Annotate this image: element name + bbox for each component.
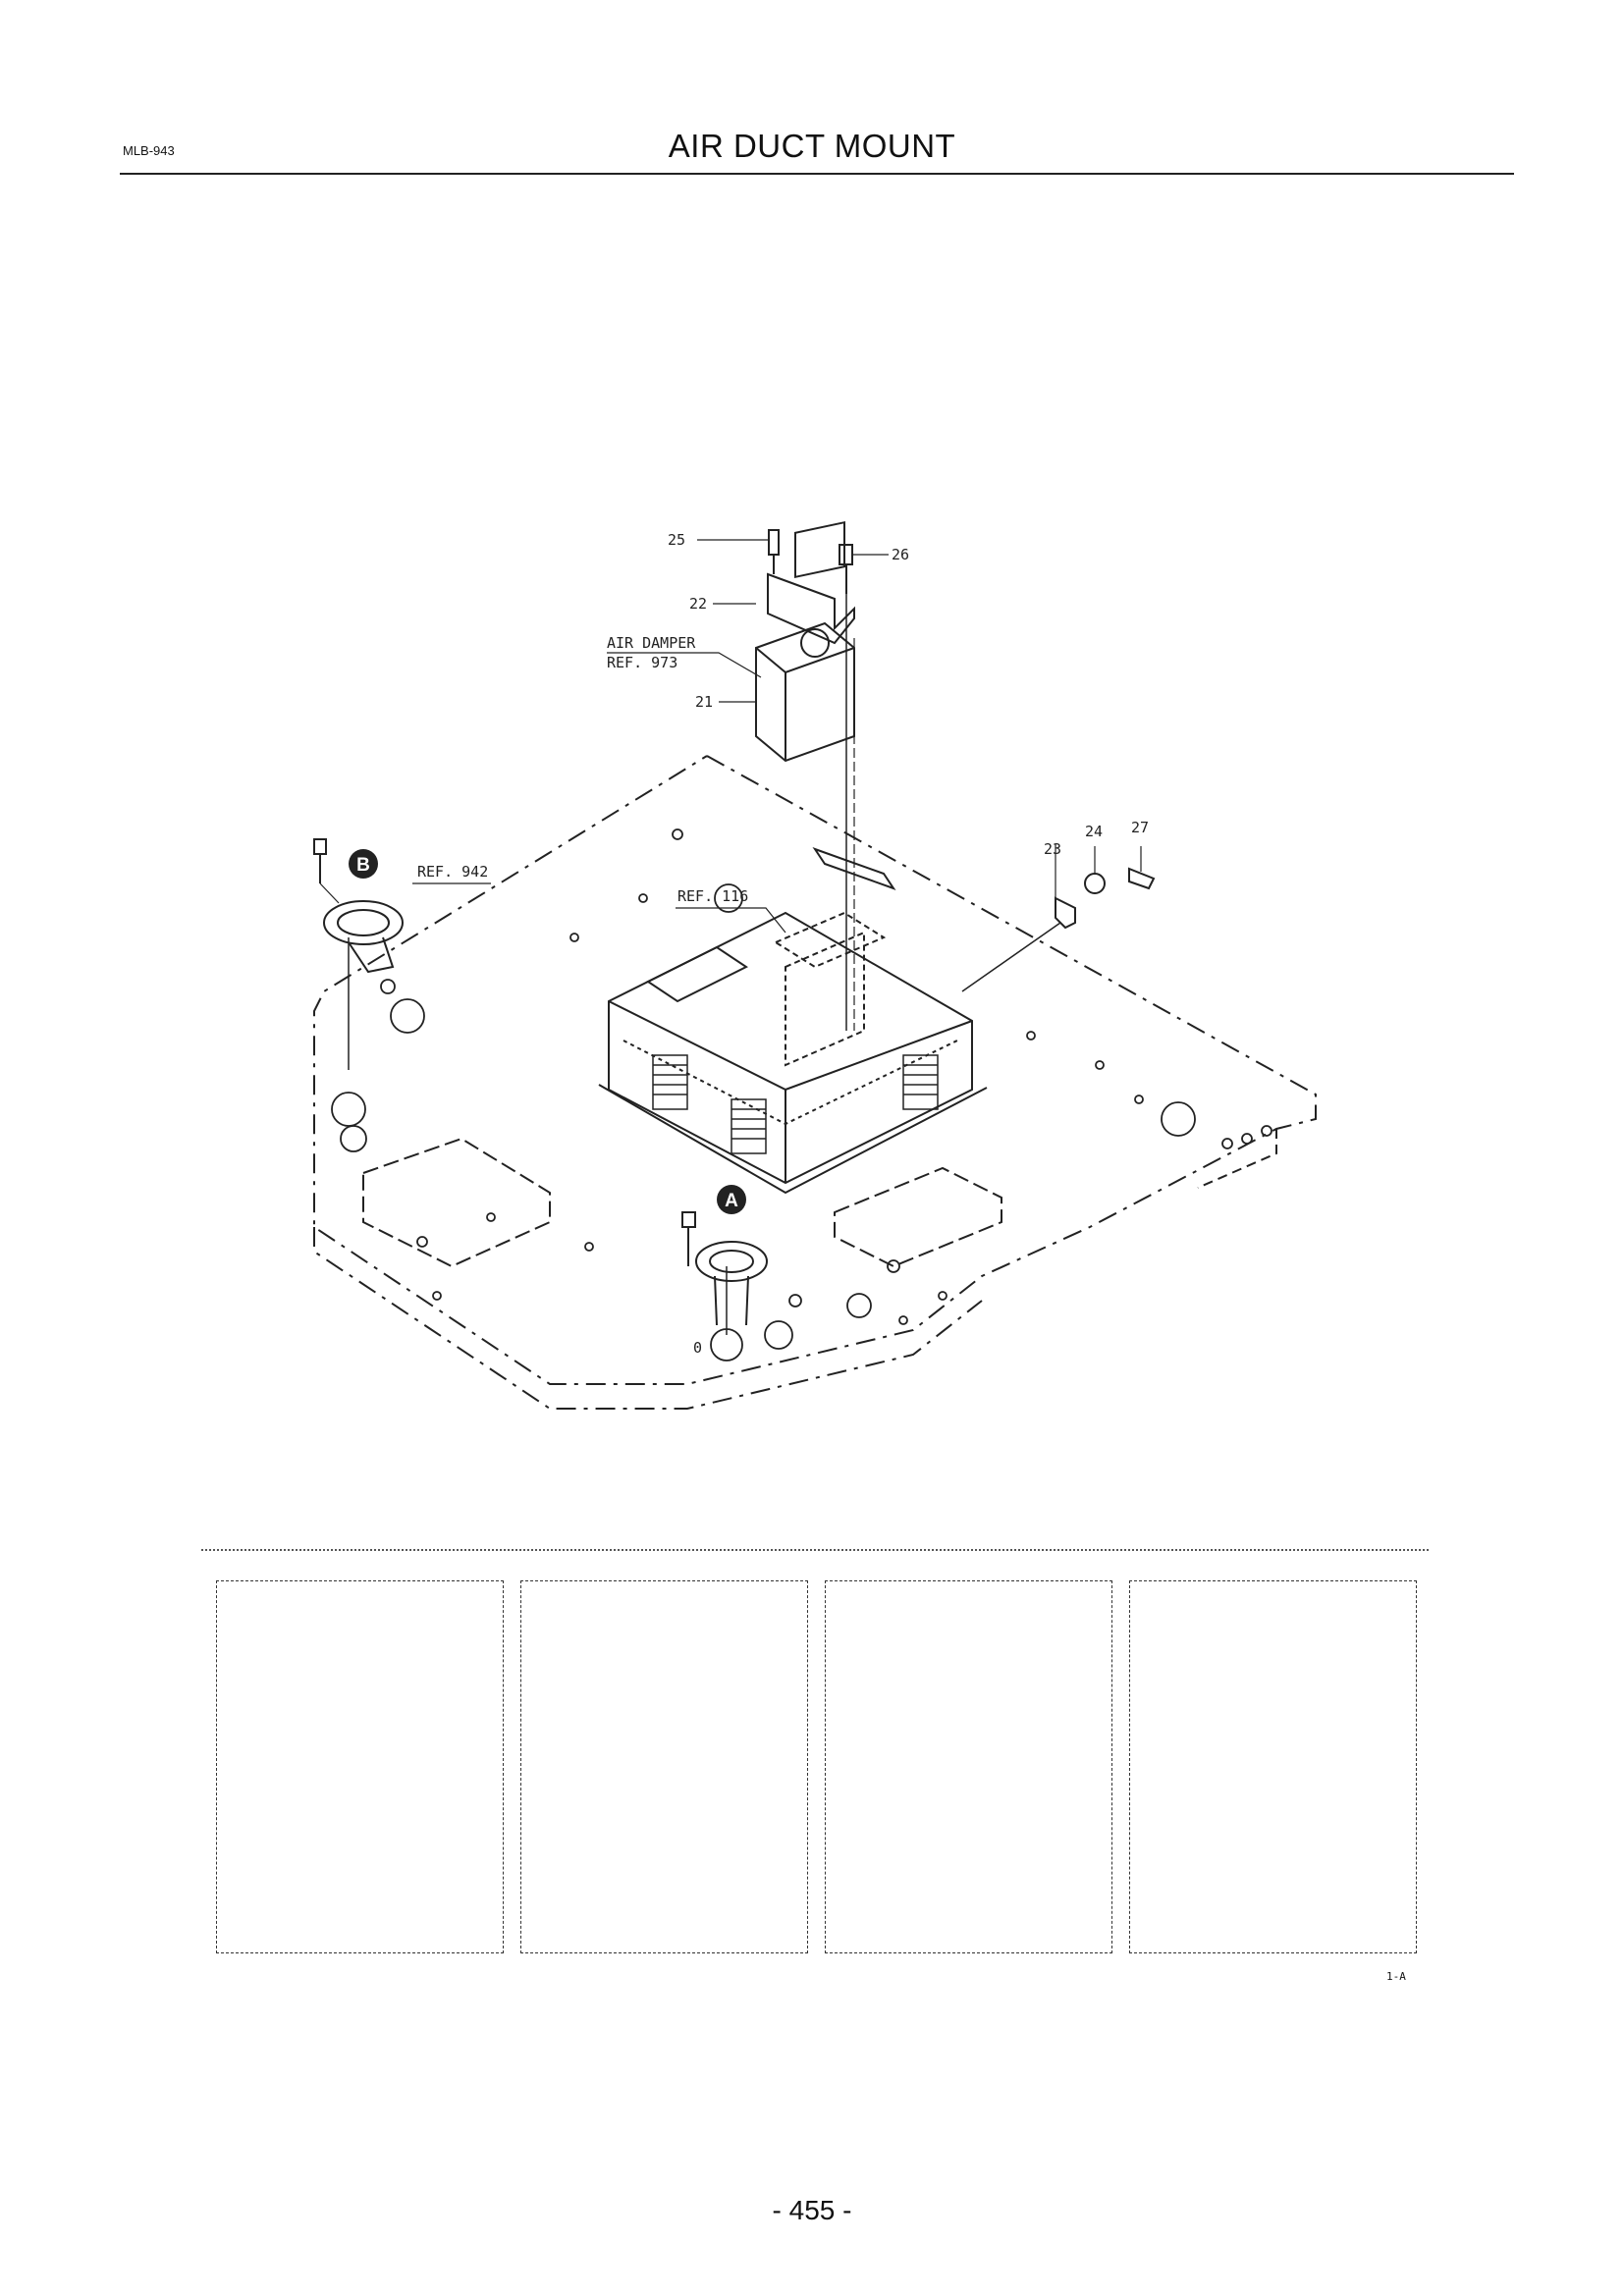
notes-box-4	[1129, 1580, 1417, 1953]
leader-air-damper	[607, 652, 762, 678]
document-code: MLB-943	[123, 143, 175, 158]
callout-27: 27	[1131, 819, 1149, 836]
callout-air-damper: AIR DAMPER	[607, 634, 696, 652]
notes-box-1	[216, 1580, 504, 1953]
callout-22: 22	[689, 595, 707, 613]
bolt-26	[839, 544, 853, 594]
exploded-parts-diagram: B A 25 26 22 AIR DAMPER REF. 973 21 23 2…	[313, 520, 1317, 1410]
central-module	[608, 911, 973, 1185]
marker-a-circle	[717, 1185, 746, 1214]
air-damper-21	[755, 621, 855, 763]
callout-25: 25	[668, 531, 685, 549]
plate-23	[1055, 896, 1076, 930]
marker-b-circle	[349, 849, 378, 879]
callout-23: 23	[1044, 840, 1061, 858]
duct-flange-b	[323, 900, 404, 945]
bolt-a	[681, 1211, 696, 1266]
header-rule	[120, 173, 1514, 175]
vent-grills	[652, 1054, 939, 1154]
bolt-27	[1128, 867, 1156, 890]
bolt-b	[313, 838, 327, 883]
bolt-25	[768, 529, 780, 574]
figure-code: 1-A	[1386, 1970, 1406, 1983]
leader-ref116	[676, 907, 786, 934]
notes-box-2	[520, 1580, 808, 1953]
callout-ref-942: REF. 942	[417, 863, 488, 881]
callout-24: 24	[1085, 823, 1103, 840]
duct-flange-a	[695, 1241, 768, 1282]
nut-24	[1084, 873, 1106, 894]
callout-zero: 0	[693, 1339, 702, 1357]
callout-26: 26	[892, 546, 909, 563]
base-plate-outline	[313, 755, 1317, 1385]
page-title: AIR DUCT MOUNT	[668, 128, 956, 164]
callout-ref-973: REF. 973	[607, 654, 677, 671]
callout-ref-116: REF. 116	[677, 887, 748, 905]
page-number: - 455 -	[772, 2195, 852, 2225]
marker-a-label: A	[725, 1191, 738, 1211]
base-plate-edge	[313, 1227, 983, 1410]
section-divider	[201, 1549, 1429, 1551]
plate-holes	[331, 828, 1272, 1362]
bracket-22	[767, 572, 855, 645]
marker-b-label: B	[356, 855, 370, 876]
callout-21: 21	[695, 693, 713, 711]
notes-box-3	[825, 1580, 1112, 1953]
